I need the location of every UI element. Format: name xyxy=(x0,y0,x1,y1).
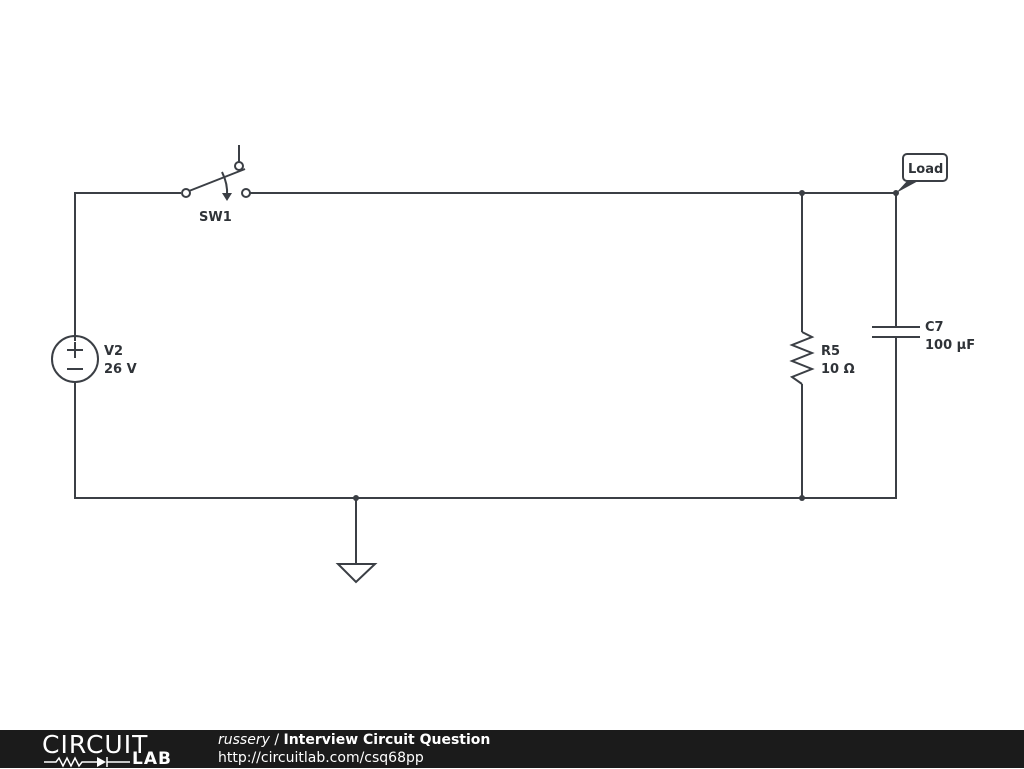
circuit-url-link[interactable]: http://circuitlab.com/csq68pp xyxy=(218,750,424,766)
circuit-schematic: V2 26 V SW1 R5 10 Ω C7 100 µF Load xyxy=(51,145,975,584)
source-ref-label: V2 xyxy=(104,344,123,359)
logo-text-lab: LAB xyxy=(132,749,172,769)
dc-voltage-source-icon xyxy=(51,335,99,383)
resistor-icon xyxy=(789,331,815,385)
junction-dot xyxy=(799,190,805,196)
logo-resistor-diode-icon xyxy=(44,756,130,768)
wire-bottom xyxy=(74,381,802,499)
title-separator: / xyxy=(269,732,284,748)
footer-bar: CIRCUIT LAB russery / Interview Circuit … xyxy=(0,730,1024,769)
footer-title-line: russery / Interview Circuit Question xyxy=(218,731,490,749)
author-link[interactable]: russery xyxy=(218,732,270,748)
capacitor-value-label: 100 µF xyxy=(925,338,975,353)
resistor-value-label: 10 Ω xyxy=(821,362,855,377)
source-value-label: 26 V xyxy=(104,362,137,377)
capacitor-icon xyxy=(872,326,920,338)
circuitlab-logo: CIRCUIT LAB xyxy=(42,730,182,769)
junction-dot xyxy=(353,495,359,501)
spst-switch-icon xyxy=(181,145,251,201)
net-label-tag xyxy=(896,153,948,193)
junction-dot xyxy=(799,495,805,501)
ground-icon xyxy=(335,563,378,584)
switch-ref-label: SW1 xyxy=(199,210,232,225)
capacitor-ref-label: C7 xyxy=(925,320,944,335)
circuit-title[interactable]: Interview Circuit Question xyxy=(283,732,491,748)
wire-left-top xyxy=(74,192,181,341)
resistor-ref-label: R5 xyxy=(821,344,840,359)
logo-text-circuit: CIRCUIT xyxy=(42,730,149,759)
net-label-text: Load xyxy=(908,162,943,177)
wire-cap-bottom xyxy=(802,338,897,499)
